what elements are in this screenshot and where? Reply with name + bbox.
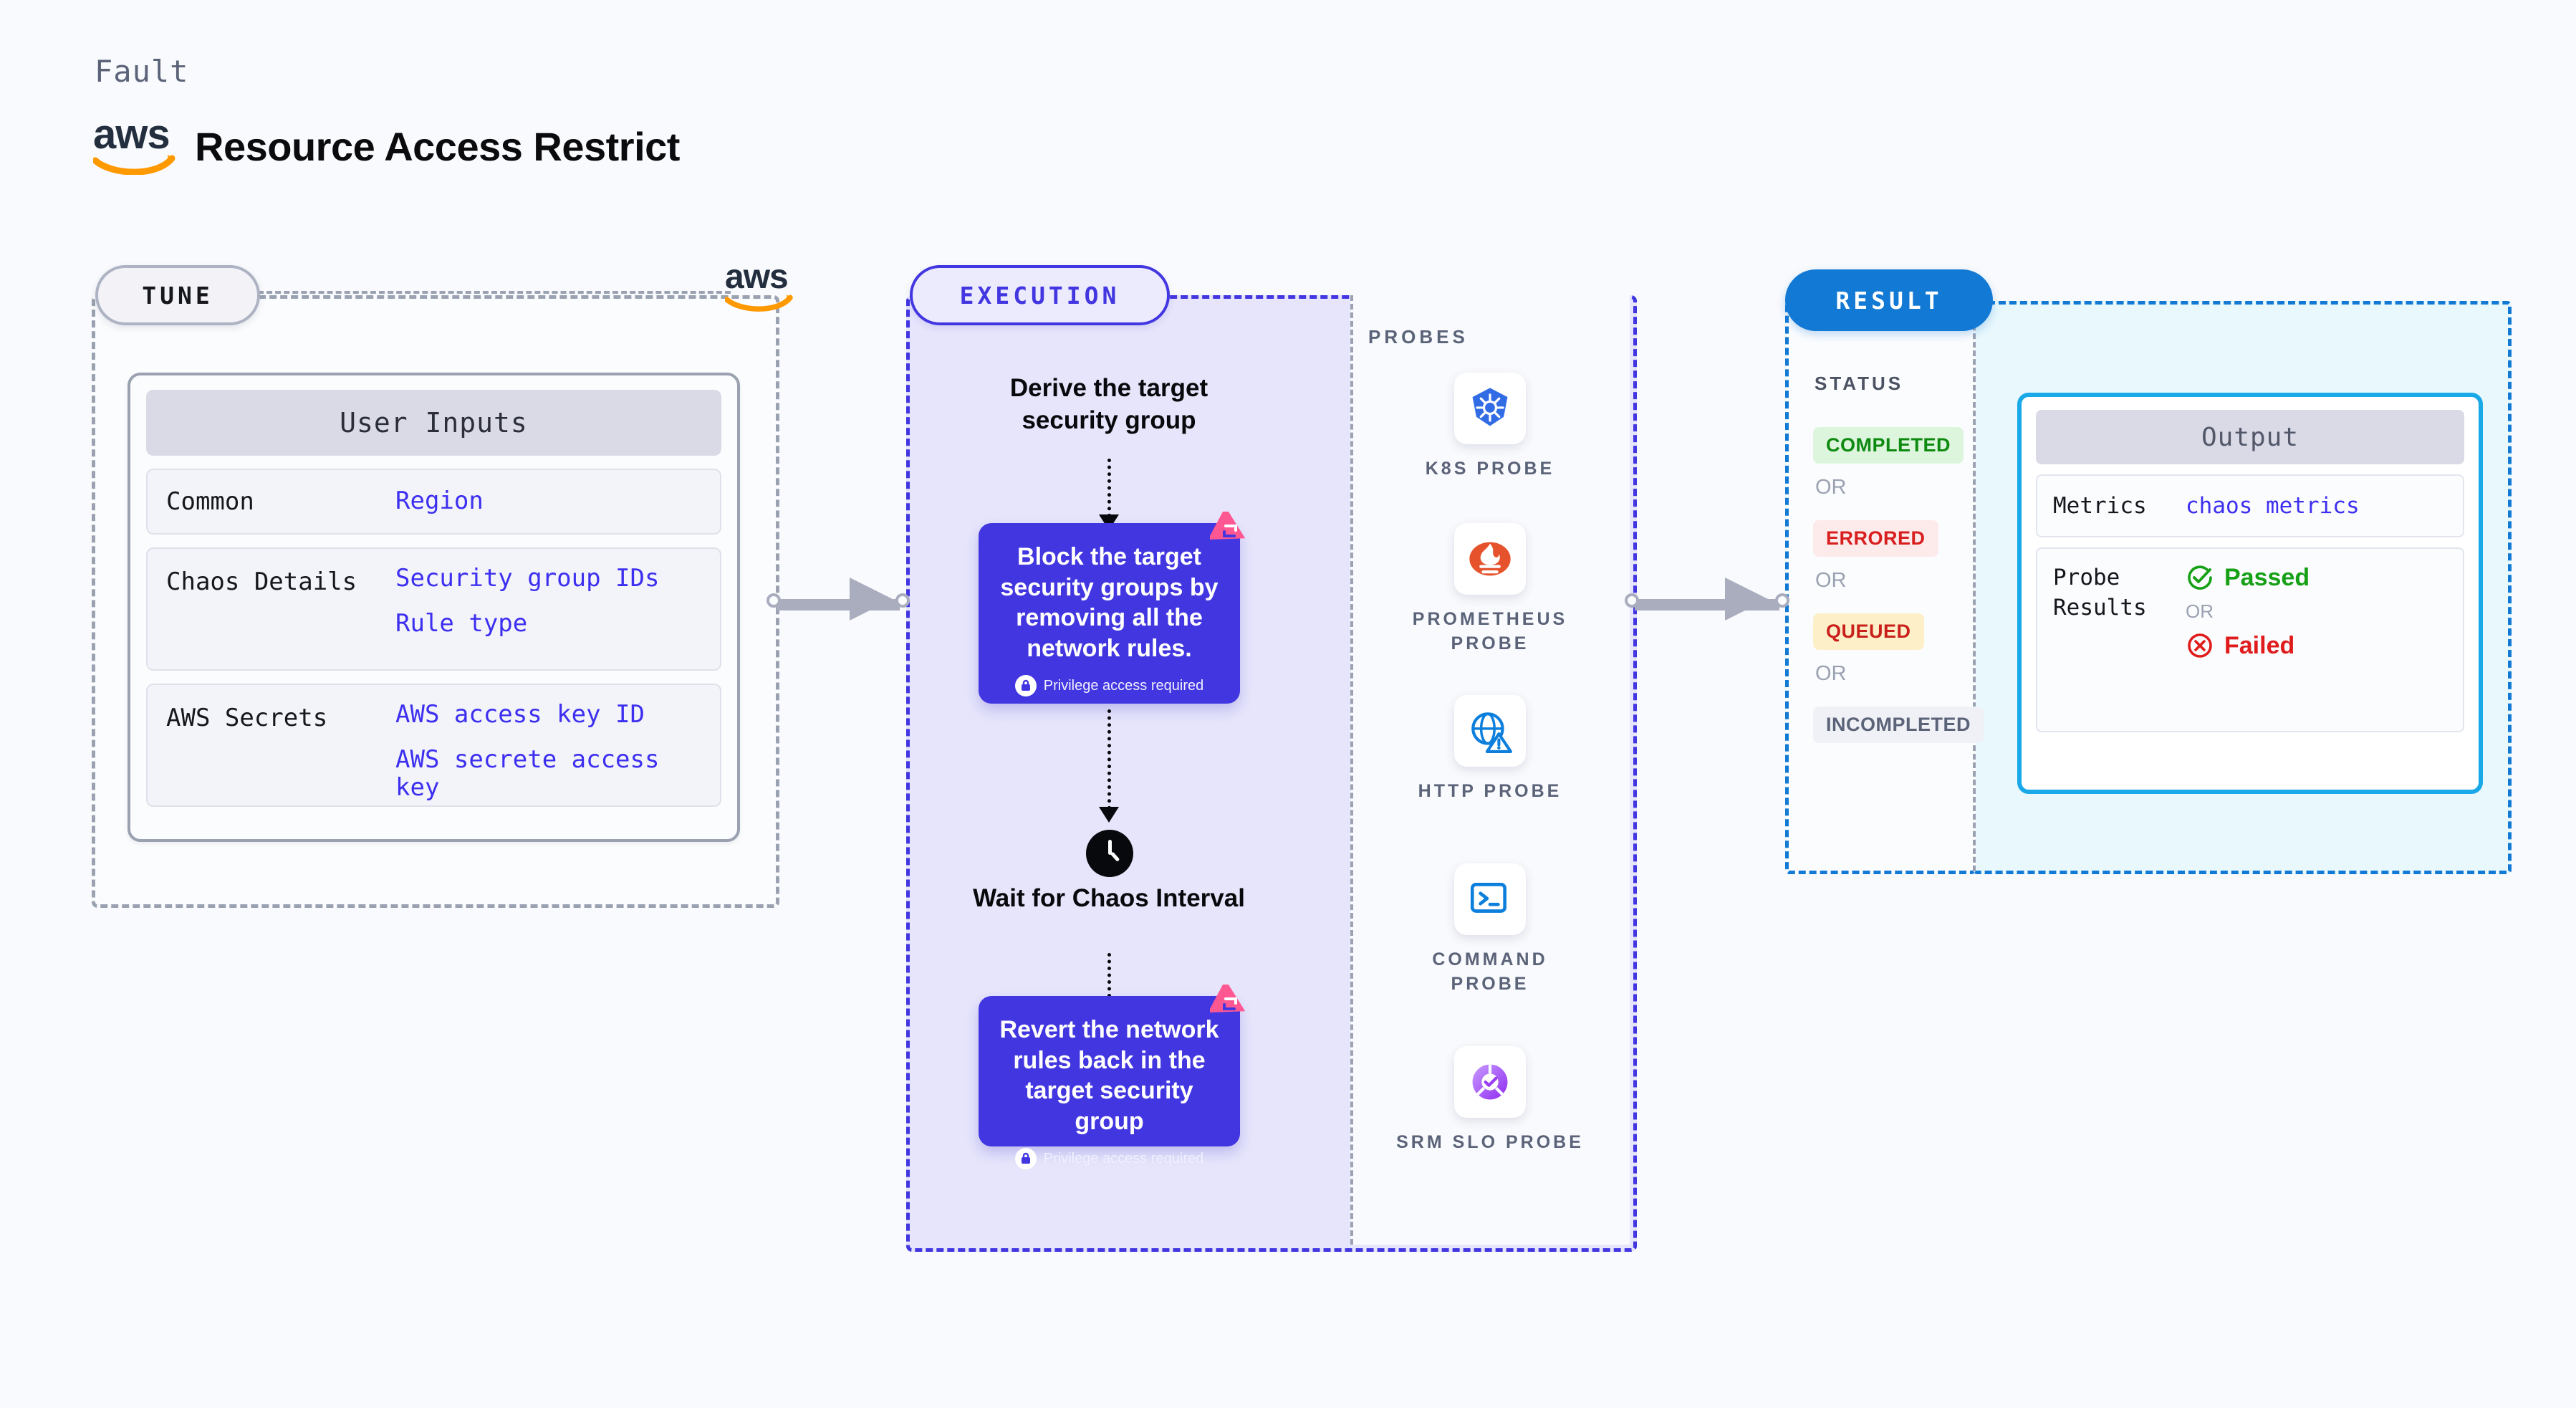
status-badge-queued: QUEUED [1813,613,1924,650]
flow-arrow-2 [1099,807,1119,823]
connector-start-dot [766,593,781,608]
flow-line-1 [1107,459,1111,517]
probes-title: PROBES [1368,326,1469,348]
execution-step-wait-label: Wait for Chaos Interval [973,884,1245,912]
connector-start-dot [1625,593,1639,608]
probe-prometheus[interactable]: PROMETHEUS PROBE [1390,523,1590,656]
probe-label: HTTP PROBE [1418,781,1562,801]
status-or-1: OR [1815,476,1847,499]
aws-wordmark: aws [93,111,170,158]
output-row-key: Metrics [2053,492,2147,519]
aws-swoosh-icon [93,155,176,175]
prometheus-icon [1454,523,1526,595]
probe-result-passed: Passed [2186,563,2310,592]
tune-aws-swoosh-icon [725,294,793,312]
terminal-icon [1454,863,1526,935]
status-badge-errored: ERRORED [1813,520,1938,557]
http-globe-warning-icon [1454,695,1526,767]
execution-pill-label: EXECUTION [910,265,1170,325]
srm-slo-icon [1454,1046,1526,1118]
litmus-chaos-icon [1210,512,1246,540]
user-inputs-card: User Inputs Common Region Chaos Details … [128,373,740,842]
user-inputs-header: User Inputs [146,390,721,456]
row-value: AWS access key ID [395,700,645,729]
status-badge-completed: COMPLETED [1813,427,1964,464]
tune-aws-logo-icon: aws [725,260,794,312]
kubernetes-icon [1454,373,1526,444]
probe-result-failed-label: Failed [2224,631,2295,659]
connector-tune-to-execution [766,578,910,621]
privilege-note: Privilege access required [994,675,1224,696]
result-pill-label: RESULT [1785,269,1993,331]
check-circle-icon [2188,565,2212,590]
output-row-value: chaos metrics [2186,493,2360,519]
fault-kicker: Fault [95,54,189,89]
row-key: AWS Secrets [166,704,328,732]
page-title: Resource Access Restrict [195,124,680,169]
row-value: Security group IDs [395,564,660,593]
page-title-row: aws Resource Access Restrict [93,114,680,175]
probe-label: K8S PROBE [1425,459,1555,479]
privilege-note-text: Privilege access required [1043,677,1204,694]
tune-aws-wordmark: aws [725,258,789,296]
tune-pill-connector-line [258,291,731,294]
probe-k8s[interactable]: K8S PROBE [1390,373,1590,482]
output-row-key: Probe Results [2053,565,2147,621]
connector-execution-to-result [1625,578,1789,621]
execution-step-derive-label: Derive the target security group [1009,374,1208,434]
result-status-panel [1785,301,1976,874]
aws-logo-icon: aws [93,114,176,175]
output-header: Output [2036,410,2464,464]
probe-command[interactable]: COMMAND PROBE [1390,863,1590,997]
litmus-chaos-icon [1210,985,1246,1013]
user-input-row-common: Common Region [146,469,721,535]
execution-card-text: Block the target security groups by remo… [1000,543,1219,662]
output-card: Output Metrics chaos metrics Probe Resul… [2017,393,2483,794]
row-value: AWS secrete access key [395,745,660,803]
row-value: Rule type [395,609,528,638]
probe-label: SRM SLO PROBE [1396,1132,1584,1152]
lock-icon [1014,1148,1037,1169]
connector-end-dot [1775,593,1789,608]
status-badge-incompleted: INCOMPLETED [1813,707,1984,743]
probe-result-passed-label: Passed [2224,563,2310,591]
probe-srm-slo[interactable]: SRM SLO PROBE [1390,1046,1590,1155]
execution-card-text: Revert the network rules back in the tar… [999,1016,1219,1135]
flow-line-2 [1107,709,1111,810]
row-key: Chaos Details [166,567,357,596]
probe-result-failed: Failed [2186,631,2310,660]
user-input-row-chaos-details: Chaos Details Security group IDs Rule ty… [146,547,721,671]
output-row-metrics: Metrics chaos metrics [2036,474,2464,537]
user-input-row-aws-secrets: AWS Secrets AWS access key ID AWS secret… [146,684,721,807]
privilege-note-text: Privilege access required [1043,1150,1204,1167]
privilege-note: Privilege access required [994,1148,1224,1169]
probe-http[interactable]: HTTP PROBE [1390,695,1590,804]
row-key: Common [166,487,254,516]
probe-label: COMMAND PROBE [1432,949,1548,994]
lock-icon [1014,675,1037,696]
probe-result-or: OR [2186,600,2214,622]
status-title: STATUS [1815,373,1904,394]
output-row-probe-results: Probe Results Passed OR Failed [2036,547,2464,732]
probe-label: PROMETHEUS PROBE [1412,609,1568,653]
clock-icon [1086,830,1133,877]
tune-pill-label: TUNE [95,265,260,325]
x-circle-icon [2188,633,2212,658]
execution-card-revert: Revert the network rules back in the tar… [979,985,1246,1169]
row-value: Region [395,487,484,516]
status-or-3: OR [1815,662,1847,685]
status-or-2: OR [1815,569,1847,592]
flow-line-3 [1107,953,1111,1025]
execution-card-block: Block the target security groups by remo… [979,512,1246,704]
connector-end-dot [895,593,910,608]
